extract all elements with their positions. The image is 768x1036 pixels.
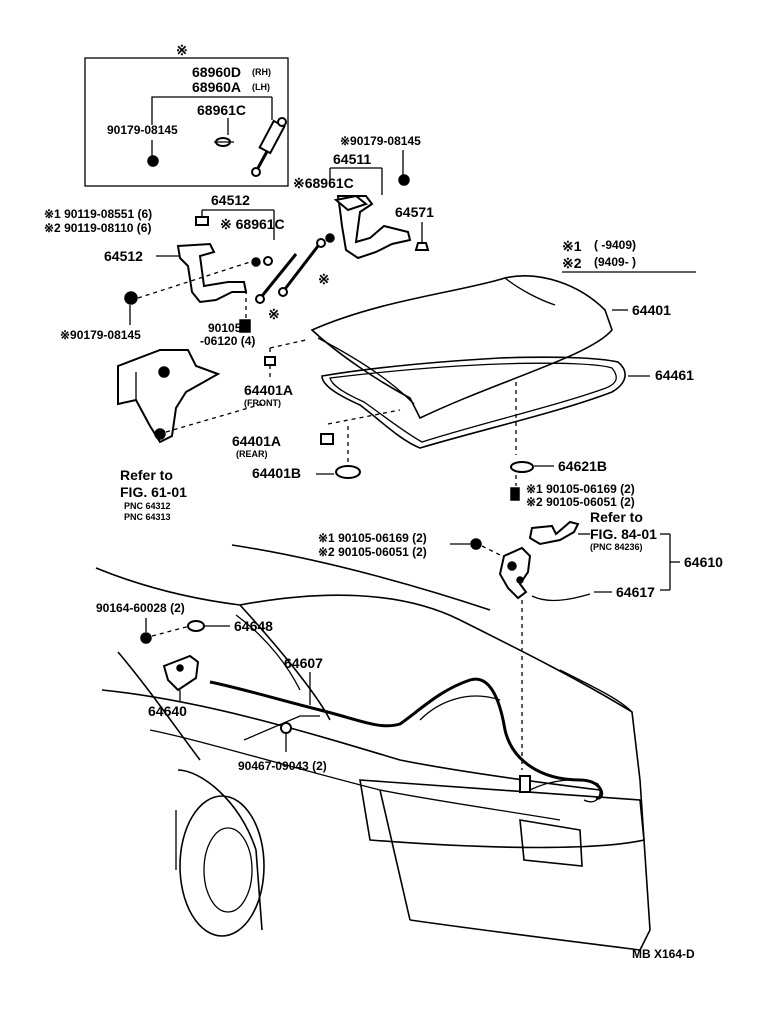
car-body xyxy=(95,544,651,951)
trunk-lid-icon xyxy=(310,275,613,420)
cushion-rear-icon xyxy=(320,433,334,445)
label-lock-bolt-2[interactable]: ※2 90105-06051 (2) xyxy=(526,495,635,509)
label-mark-damper-left: ※ xyxy=(268,306,280,322)
ref1-line3: PNC 64312 xyxy=(124,501,171,511)
legend-row1-mark: ※1 xyxy=(562,238,582,254)
ref2-line1: Refer to xyxy=(590,509,643,525)
legend-row1-range: ( -9409) xyxy=(594,238,636,252)
legend-row2-range: (9409- ) xyxy=(594,255,636,269)
diagram-code: MB X164-D xyxy=(632,947,695,961)
label-bolt-90105-b[interactable]: -06120 (4) xyxy=(200,334,255,348)
label-64511[interactable]: 64511 xyxy=(333,151,371,167)
ref2-line3: (PNC 84236) xyxy=(590,542,643,552)
label-68961c-left[interactable]: ※ 68961C xyxy=(220,216,285,232)
label-mark-damper-right: ※ xyxy=(318,271,330,287)
ref2-line2[interactable]: FIG. 84-01 xyxy=(590,526,657,542)
trunk-latch-icon xyxy=(498,546,532,600)
label-64401a-front-sub: (FRONT) xyxy=(244,398,281,408)
ref1-line2[interactable]: FIG. 61-01 xyxy=(120,484,187,500)
inset-pn-nut[interactable]: 90179-08145 xyxy=(107,123,178,137)
label-64401a-rear[interactable]: 64401A xyxy=(232,433,281,449)
label-64607[interactable]: 64607 xyxy=(284,655,323,671)
label-64621b[interactable]: 64621B xyxy=(558,458,607,474)
hinge-right-group: ※90179-08145 64511 ※68961C 64571 ※ xyxy=(278,134,434,297)
label-64401b[interactable]: 64401B xyxy=(252,465,301,481)
nut-icon-top xyxy=(398,174,410,186)
nut-icon xyxy=(147,155,159,167)
stopper-icon xyxy=(335,465,361,479)
bracket-group: Refer to FIG. 61-01 PNC 64312 PNC 64313 xyxy=(117,349,263,522)
label-nut-top[interactable]: ※90179-08145 xyxy=(340,134,421,148)
label-64401a-rear-sub: (REAR) xyxy=(236,449,268,459)
bumper-icon xyxy=(414,242,430,251)
damper-inset: ※ 68960D (RH) 68960A (LH) 68961C 90179-0… xyxy=(84,42,289,187)
damper-right-icon xyxy=(283,245,320,290)
trunk-lid-group: 64401 64461 64401A (FRONT) 64401A (REAR)… xyxy=(232,275,694,481)
inset-pn-damper-end[interactable]: 68961C xyxy=(197,102,246,118)
damper-end-icon xyxy=(214,137,234,147)
opener-lever-icon xyxy=(162,654,200,692)
ref1-line4: PNC 64313 xyxy=(124,512,171,522)
clamp-icon xyxy=(280,722,292,734)
damper-left-icon xyxy=(260,253,298,297)
hinge-left-icon xyxy=(176,242,248,304)
inset-lh-tag: (LH) xyxy=(252,82,270,92)
label-lock-bolt-4[interactable]: ※2 90105-06051 (2) xyxy=(318,545,427,559)
bolt-90105-icon xyxy=(239,319,251,333)
release-cable-icon xyxy=(209,677,604,800)
weatherstrip-icon xyxy=(321,356,626,449)
hinge-right-icon xyxy=(336,195,412,260)
striker-icon xyxy=(510,461,534,473)
ref1-line1: Refer to xyxy=(120,467,173,483)
nut-icon-left xyxy=(124,291,138,305)
damper-stay-icon xyxy=(251,117,287,177)
inset-pn-lh[interactable]: 68960A xyxy=(192,79,241,95)
opener-cover-icon xyxy=(187,620,205,632)
lock-cylinder-icon xyxy=(528,520,580,546)
label-68961c-top[interactable]: ※68961C xyxy=(293,175,354,191)
label-nut-left[interactable]: ※90179-08145 xyxy=(60,328,141,342)
release-cable-group: 64607 90164-60028 (2) 64648 64640 90467-… xyxy=(96,601,604,803)
label-64461[interactable]: 64461 xyxy=(655,367,694,383)
bolt-icon xyxy=(195,216,209,226)
lock-group: 64621B ※1 90105-06169 (2) ※2 90105-06051… xyxy=(318,458,723,770)
hinge-left-group: 64512 ※1 90119-08551 (6) ※2 90119-08110 … xyxy=(44,192,298,348)
label-64571[interactable]: 64571 xyxy=(395,204,434,220)
label-64401[interactable]: 64401 xyxy=(632,302,671,318)
label-bolt-2[interactable]: ※2 90119-08110 (6) xyxy=(44,221,151,235)
label-64648[interactable]: 64648 xyxy=(234,618,273,634)
label-64512-top[interactable]: 64512 xyxy=(211,192,250,208)
label-64512-left[interactable]: 64512 xyxy=(104,248,143,264)
inset-rh-tag: (RH) xyxy=(252,67,271,77)
inset-mark: ※ xyxy=(176,42,188,58)
label-bolt-opener[interactable]: 90164-60028 (2) xyxy=(96,601,185,615)
hinge-bracket-icon xyxy=(117,349,221,444)
label-bolt-90105-a[interactable]: 90105 xyxy=(208,321,242,335)
inset-pn-rh[interactable]: 68960D xyxy=(192,64,241,80)
label-64640[interactable]: 64640 xyxy=(148,703,187,719)
label-clamp[interactable]: 90467-09043 (2) xyxy=(238,759,327,773)
label-64401a-front[interactable]: 64401A xyxy=(244,382,293,398)
control-rod-icon xyxy=(531,593,591,602)
label-lock-bolt-3[interactable]: ※1 90105-06169 (2) xyxy=(318,531,427,545)
label-bolt-1[interactable]: ※1 90119-08551 (6) xyxy=(44,207,152,221)
label-64610[interactable]: 64610 xyxy=(684,554,723,570)
legend: ※1 ( -9409) ※2 (9409- ) xyxy=(562,238,696,273)
legend-row2-mark: ※2 xyxy=(562,255,582,271)
label-lock-bolt-1[interactable]: ※1 90105-06169 (2) xyxy=(526,482,635,496)
rear-wheel-icon xyxy=(179,795,265,937)
cushion-front-icon xyxy=(264,356,276,366)
label-64617[interactable]: 64617 xyxy=(616,584,655,600)
